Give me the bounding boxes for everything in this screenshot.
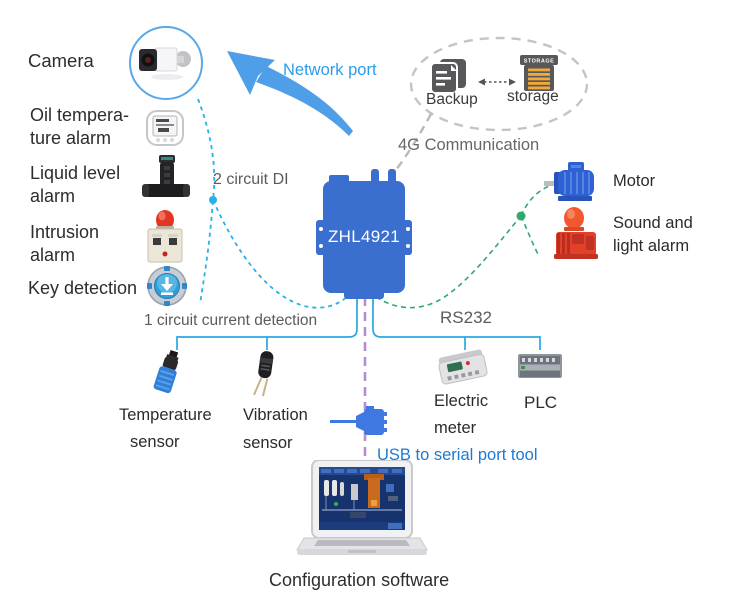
fourg-link-line	[395, 113, 433, 171]
storage-label: storage	[507, 88, 559, 105]
device-body	[323, 181, 405, 293]
antenna-icon	[371, 169, 379, 182]
siren-icon	[550, 206, 602, 262]
thermostat-icon	[146, 110, 184, 146]
motor-icon	[544, 162, 604, 206]
cloud-ellipse	[409, 36, 589, 132]
plc-icon	[518, 352, 562, 380]
vibration-sensor-icon	[245, 348, 283, 400]
usb-serial-line	[360, 297, 370, 474]
liquid-sensor-icon	[140, 155, 192, 203]
output-junction-dot	[516, 211, 526, 221]
electric-meter-label2: meter	[434, 419, 477, 437]
sensor-bracket-left	[176, 296, 358, 350]
plc-label: PLC	[524, 393, 558, 412]
temperature-sensor-label2: sensor	[130, 433, 180, 451]
rs232-label: RS232	[440, 308, 492, 327]
backup-label: Backup	[426, 91, 478, 108]
network-port-label: Network port	[283, 61, 377, 79]
laptop-icon	[296, 460, 428, 564]
vibration-sensor-label: Vibration	[243, 406, 308, 424]
current-detection-label: 1 circuit current detection	[144, 312, 318, 329]
camera-label: Camera	[28, 50, 94, 71]
oil-alarm-label: Oil tempera-ture alarm	[30, 105, 130, 148]
configuration-software-label: Configuration software	[269, 570, 450, 590]
di-lines	[197, 98, 350, 309]
storage-chip-text: STORAGE	[524, 59, 555, 65]
device-top-strip	[329, 175, 349, 182]
key-detection-label: Key detection	[28, 278, 138, 298]
backup-storage-arrow	[478, 78, 516, 86]
antenna-icon	[388, 169, 396, 182]
device-mount-ear	[316, 220, 325, 255]
electric-meter-icon	[434, 343, 494, 395]
gateway-device: ZHL4921	[316, 168, 412, 300]
motor-label: Motor	[613, 172, 656, 190]
rs232-bracket-right	[372, 296, 541, 350]
key-detection-icon	[147, 266, 187, 306]
temperature-sensor-icon	[145, 347, 188, 402]
camera-icon	[129, 26, 203, 100]
temperature-sensor-label: Temperature	[119, 406, 212, 424]
usb-serial-label: USB to serial port tool	[377, 446, 538, 464]
di-junction-dot	[209, 196, 217, 204]
storage-icon: STORAGE	[516, 55, 562, 91]
vibration-sensor-label2: sensor	[243, 434, 293, 452]
di-label: 2 circuit DI	[213, 171, 289, 188]
device-bottom-tab	[344, 293, 384, 299]
usb-serial-icon	[330, 404, 390, 440]
network-arrow-icon	[227, 51, 353, 136]
fourg-label: 4G Communication	[398, 136, 540, 154]
intrusion-alarm-icon	[144, 210, 186, 264]
backup-icon	[427, 58, 471, 94]
electric-meter-label: Electric	[434, 392, 489, 410]
device-mount-ear	[403, 220, 412, 255]
device-model-label: ZHL4921	[327, 227, 401, 246]
